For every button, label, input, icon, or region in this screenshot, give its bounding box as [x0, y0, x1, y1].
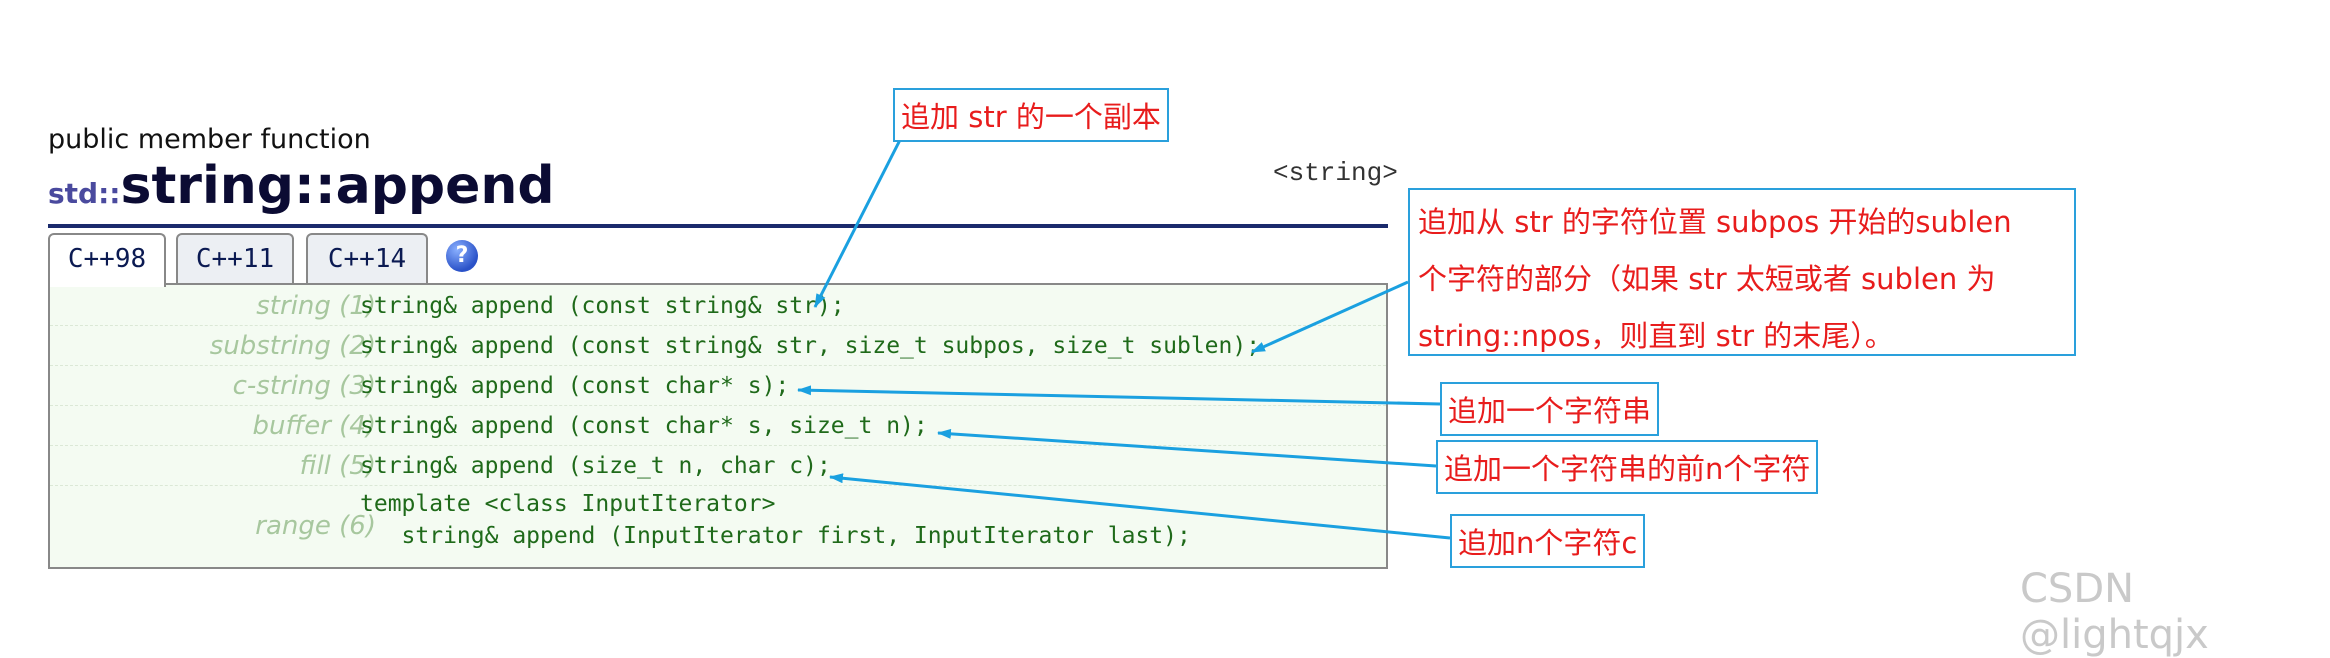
title-divider	[48, 224, 1388, 228]
tab-cpp14[interactable]: C++14	[306, 233, 428, 283]
kind-label: public member function	[48, 124, 371, 155]
annotation-substring-line: string::npos，则直到 str 的末尾）。	[1418, 319, 1894, 353]
annotation-substring-line: 追加从 str 的字符位置 subpos 开始的sublen	[1418, 205, 2012, 239]
arrow-copy	[813, 139, 902, 308]
arrow-cstring	[797, 385, 1441, 406]
prototype-row-buffer: buffer (4) string& append (const char* s…	[50, 405, 1386, 446]
annotation-buffer: 追加一个字符串的前n个字符	[1436, 440, 1819, 494]
arrow-fill	[829, 473, 1451, 540]
prototype-code: string& append (InputIterator first, Inp…	[360, 523, 1191, 549]
prototype-label: buffer (4)	[252, 411, 376, 441]
annotation-copy: 追加 str 的一个副本	[893, 88, 1169, 142]
watermark: CSDN @lightqjx	[2020, 566, 2209, 658]
arrow-substring	[1251, 280, 1409, 354]
title-function-name: string::append	[120, 156, 555, 216]
title-namespace: std::	[48, 177, 121, 210]
annotation-substring: 追加从 str 的字符位置 subpos 开始的sublen 个字符的部分（如果…	[1408, 188, 2076, 356]
help-icon[interactable]: ?	[446, 240, 478, 272]
prototype-label: fill (5)	[299, 451, 376, 481]
prototype-code: string& append (const char* s, size_t n)…	[360, 413, 928, 439]
prototype-code: string& append (size_t n, char c);	[360, 453, 831, 479]
prototype-label: string (1)	[256, 291, 376, 321]
prototype-row-substring: substring (2) string& append (const stri…	[50, 325, 1386, 366]
prototype-row-range: range (6) template <class InputIterator>…	[50, 485, 1386, 567]
prototype-row-fill: fill (5) string& append (size_t n, char …	[50, 445, 1386, 486]
annotation-fill: 追加n个字符c	[1450, 514, 1646, 568]
annotation-substring-line: 个字符的部分（如果 str 太短或者 sublen 为	[1418, 262, 1996, 296]
tab-cpp98[interactable]: C++98	[48, 233, 166, 287]
prototype-row-c-string: c-string (3) string& append (const char*…	[50, 365, 1386, 406]
prototype-table: string (1) string& append (const string&…	[48, 283, 1388, 569]
arrow-buffer	[937, 428, 1437, 468]
prototype-label: c-string (3)	[232, 371, 376, 401]
prototype-code: string& append (const string& str, size_…	[360, 333, 1261, 359]
annotation-arrows	[797, 139, 1451, 540]
prototype-code: string& append (const string& str);	[360, 293, 845, 319]
page-title: std::string::append	[48, 156, 555, 216]
header-tag: <string>	[1273, 158, 1398, 188]
tab-cpp11[interactable]: C++11	[176, 233, 294, 283]
prototype-code: string& append (const char* s);	[360, 373, 790, 399]
prototype-row-string: string (1) string& append (const string&…	[50, 285, 1386, 326]
prototype-label: range (6)	[255, 511, 376, 541]
prototype-code: template <class InputIterator>	[360, 491, 776, 517]
annotation-cstring: 追加一个字符串	[1440, 382, 1660, 436]
prototype-label: substring (2)	[209, 331, 376, 361]
